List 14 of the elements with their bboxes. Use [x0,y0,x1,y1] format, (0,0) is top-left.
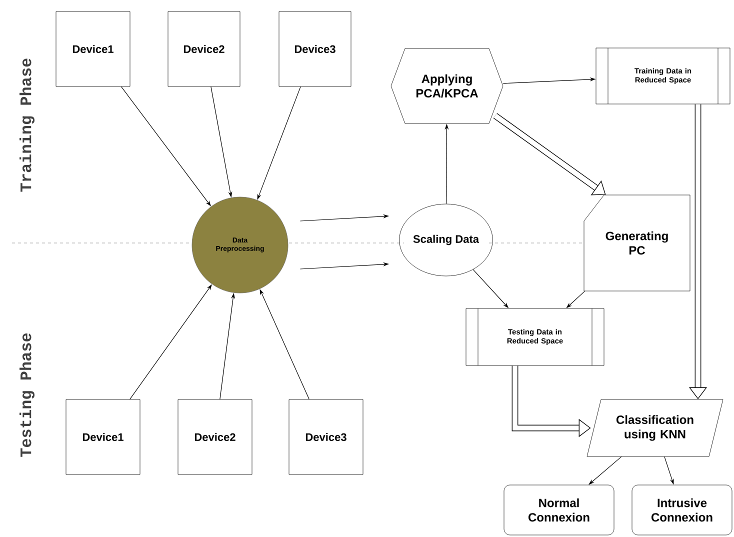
arrow [493,113,606,196]
device-box: Device1 [56,11,130,87]
device-box: Device2 [168,11,240,87]
device-box: Device3 [288,399,364,475]
device-box: Device1 [66,399,140,475]
process-hexagon: Applying PCA/KPCA [390,48,504,124]
device-box: Device3 [278,11,352,87]
phase-label: Training Phase [20,58,34,192]
device-box: Device2 [178,399,252,475]
process-box: Generating PC [584,194,690,292]
result-box: Intrusive Connexion [632,484,732,536]
decision-parallelogram: Classification using KNN [586,399,724,457]
result-box: Normal Connexion [504,484,614,536]
phase-label: Testing Phase [20,333,34,457]
